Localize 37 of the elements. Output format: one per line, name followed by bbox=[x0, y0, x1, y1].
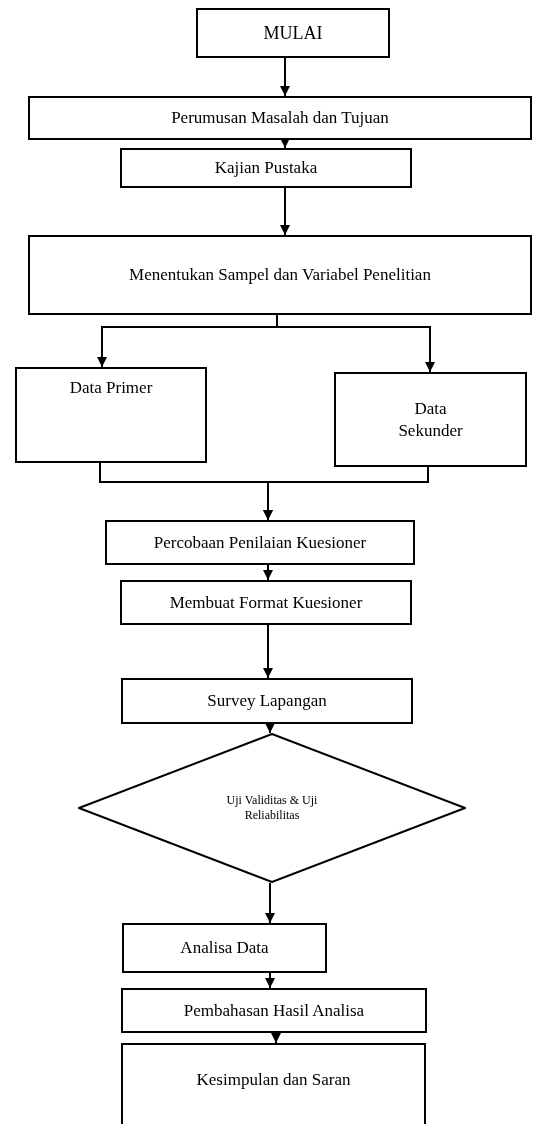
process-box bbox=[15, 367, 207, 463]
node-label: Percobaan Penilaian Kuesioner bbox=[153, 531, 367, 554]
process-box bbox=[28, 235, 532, 315]
process-box bbox=[334, 372, 527, 467]
node-label: MULAI bbox=[263, 21, 323, 45]
arrow bbox=[263, 564, 273, 581]
node-label: Data Primer bbox=[69, 377, 153, 399]
process-box bbox=[105, 520, 415, 565]
arrow bbox=[265, 972, 275, 989]
process-box bbox=[122, 923, 327, 973]
node-label: Menentukan Sampel dan Variabel Penelitian bbox=[129, 264, 431, 286]
process-box bbox=[121, 1043, 426, 1124]
process-box bbox=[121, 678, 413, 724]
process-box bbox=[120, 580, 412, 625]
node-label: Analisa Data bbox=[180, 937, 269, 959]
node-label: Membuat Format Kuesioner bbox=[169, 591, 363, 614]
arrow bbox=[265, 882, 275, 924]
process-box bbox=[28, 96, 532, 140]
arrow bbox=[276, 314, 435, 373]
arrow bbox=[280, 57, 290, 97]
node-label: Kajian Pustaka bbox=[214, 157, 318, 179]
node-label: Survey Lapangan bbox=[207, 690, 327, 712]
arrow bbox=[280, 138, 290, 149]
process-box bbox=[120, 148, 412, 188]
arrow bbox=[271, 1032, 281, 1044]
process-box bbox=[121, 988, 427, 1033]
arrow bbox=[263, 466, 429, 521]
process-box bbox=[196, 8, 390, 58]
arrow bbox=[280, 187, 290, 236]
arrow bbox=[265, 723, 275, 734]
node-label: Data Sekunder bbox=[397, 398, 464, 441]
node-label: Perumusan Masalah dan Tujuan bbox=[171, 107, 389, 129]
node-label: Uji Validitas & Uji Reliabilitas bbox=[225, 793, 319, 823]
node-label: Kesimpulan dan Saran bbox=[196, 1069, 351, 1091]
decision-diamond bbox=[78, 733, 466, 883]
arrow bbox=[263, 624, 273, 679]
node-label: Pembahasan Hasil Analisa bbox=[183, 999, 365, 1022]
